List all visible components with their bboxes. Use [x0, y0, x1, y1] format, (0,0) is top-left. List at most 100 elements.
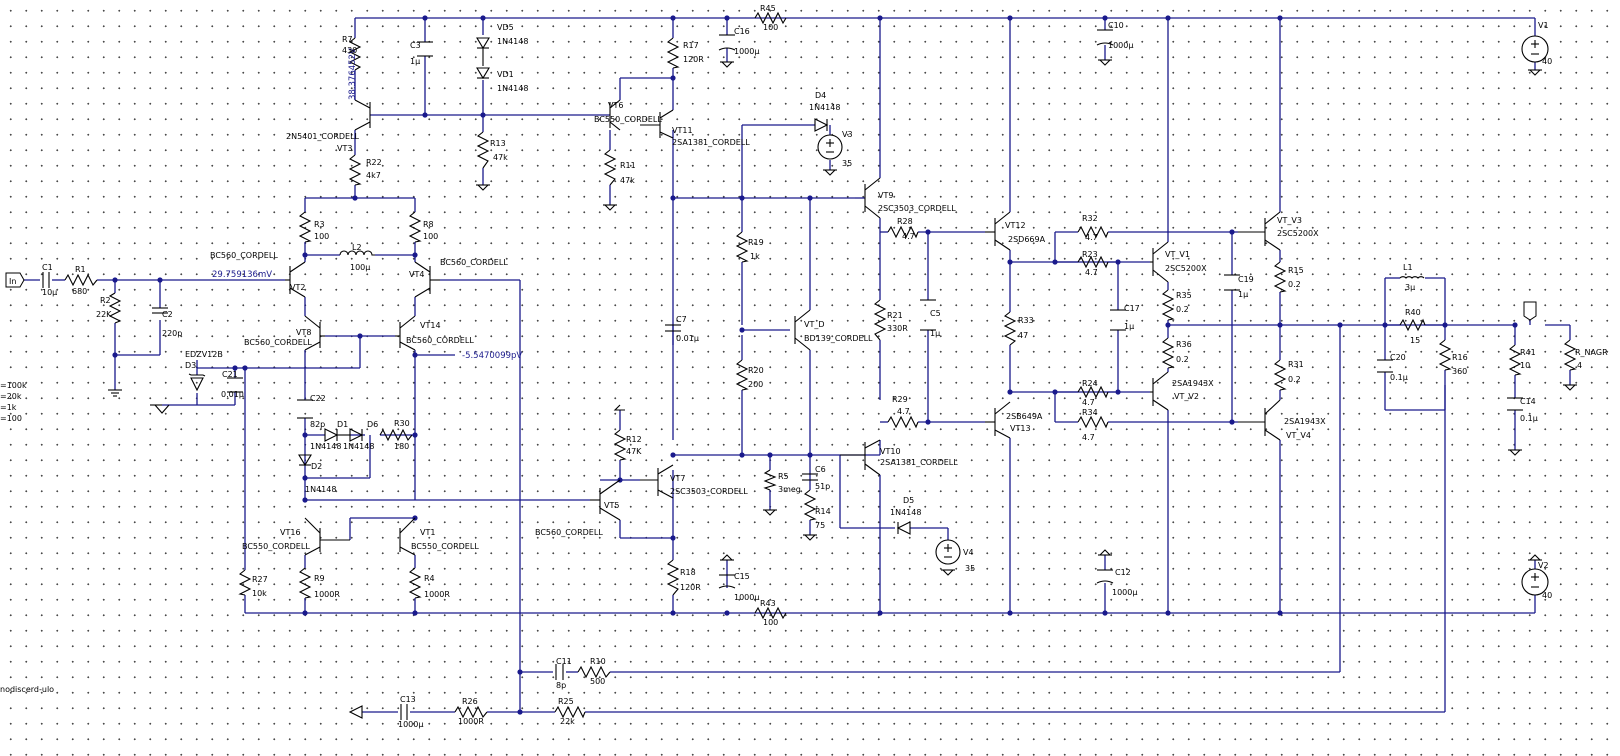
value-label: 2SA1381_CORDELL [880, 458, 958, 467]
transistor-symbol [354, 99, 371, 131]
ref-label: VT_D [804, 320, 825, 329]
value-label: 100 [763, 23, 778, 32]
ref-label: R32 [1082, 214, 1098, 223]
diode-symbol [298, 454, 312, 467]
value-label: BD139_CORDELL [804, 334, 873, 343]
value-label: 1µ [930, 329, 940, 338]
ref-label: V2 [1538, 561, 1549, 570]
transistor-symbol [414, 261, 440, 298]
resistor-symbol [408, 567, 422, 599]
resistor-symbol [735, 231, 749, 263]
labels: In =100k =20k =1k =100 nodiscerd-ulo 38.… [0, 4, 1608, 729]
ground-symbol [1528, 554, 1542, 561]
ref-label: R30 [394, 419, 410, 428]
value-label: 1000R [458, 717, 484, 726]
resistor-symbol [666, 37, 680, 69]
ref-label: C14 [1520, 397, 1536, 406]
ref-label: VT7 [670, 474, 685, 483]
value-label: 0.1µ [1390, 373, 1408, 382]
ref-label: C11 [556, 657, 572, 666]
ground-symbol [476, 184, 490, 191]
ground-symbol [763, 509, 777, 516]
value-label: 40 [1542, 591, 1552, 600]
value-label: 3meg [778, 485, 801, 494]
resistor-symbol [763, 469, 777, 491]
resistor-symbol [554, 705, 586, 719]
probe-voltage: 29.759136mV [212, 270, 272, 280]
ref-label: R7 [342, 35, 353, 44]
transistor-symbol [985, 211, 1011, 251]
left-param: =100 [0, 414, 22, 423]
value-label: 51p [815, 482, 830, 491]
value-label: 200 [748, 380, 763, 389]
ref-label: VD5 [497, 23, 514, 32]
ground-symbol [108, 389, 122, 397]
value-label: 1000R [314, 590, 340, 599]
ref-label: VT16 [280, 528, 301, 537]
value-label: 2SC3503_CORDELL [878, 204, 956, 213]
ref-label: C6 [815, 465, 826, 474]
resistor-symbol [887, 415, 919, 429]
value-label: 3µ [1405, 283, 1415, 292]
left-bottom-label: nodiscerd-ulo [0, 685, 54, 694]
voltage-source-symbol [935, 539, 961, 565]
resistor-symbol [1438, 339, 1452, 371]
resistor-symbol [613, 429, 627, 461]
value-label: 1000µ [398, 720, 423, 729]
ref-label: C2 [162, 310, 173, 319]
resistor-symbol [613, 404, 625, 411]
value-label: 2SA1381_CORDELL [672, 138, 750, 147]
ref-label: R4 [424, 574, 435, 583]
ref-label: VT11 [672, 126, 693, 135]
resistor-symbol [1273, 359, 1287, 391]
ref-label: R14 [815, 507, 831, 516]
resistor-symbol [408, 211, 422, 243]
ref-label: R28 [897, 217, 913, 226]
ref-label: R19 [748, 238, 764, 247]
ref-label: R10 [590, 657, 606, 666]
ref-label: R17 [683, 41, 699, 50]
diode-symbol [896, 521, 911, 535]
ref-label: R1 [75, 265, 86, 274]
value-label: BC550_CORDELL [242, 542, 310, 551]
ground-symbol [1528, 69, 1542, 76]
ground-symbol [720, 554, 734, 561]
value-label: BC560_CORDELL [440, 258, 508, 267]
inductor-symbol [339, 250, 375, 256]
value-label: 1N4148 [890, 508, 921, 517]
value-label: 1N4148 [497, 84, 528, 93]
value-label: 100 [763, 618, 778, 627]
value-label: 10µ [42, 288, 57, 297]
value-label: 47k [620, 176, 635, 185]
capacitor-symbol [665, 324, 681, 332]
ref-label: R35 [1176, 291, 1192, 300]
value-label: 2SA1943X [1172, 379, 1214, 388]
ground-symbol [941, 569, 955, 576]
value-label: 0.2 [1288, 375, 1301, 384]
ref-label: R20 [748, 366, 764, 375]
capacitor-symbol [42, 272, 50, 288]
left-param: =100k [0, 381, 27, 390]
ref-label: C5 [930, 309, 941, 318]
resistor-symbol [887, 225, 919, 239]
resistor-symbol [476, 131, 490, 169]
value-label: 1N4148 [497, 37, 528, 46]
voltage-source-symbol [817, 134, 843, 160]
resistor-symbol [1003, 311, 1017, 346]
transistor-symbol [985, 401, 1011, 439]
ref-label: C20 [1390, 353, 1406, 362]
diode-symbol [324, 428, 350, 442]
resistor-symbol [348, 154, 362, 186]
ref-label: R31 [1288, 360, 1304, 369]
capacitor-symbol [1096, 29, 1114, 46]
value-label: BC550_CORDELL [411, 542, 479, 551]
ref-label: R9 [314, 574, 325, 583]
value-label: 10k [252, 589, 267, 598]
value-label: 1N4148 [809, 103, 840, 112]
ref-label: VT2 [290, 283, 305, 292]
capacitor-symbol [555, 664, 564, 680]
left-param: =1k [0, 403, 17, 412]
wires [22, 17, 1571, 713]
ref-label: R3 [314, 220, 325, 229]
